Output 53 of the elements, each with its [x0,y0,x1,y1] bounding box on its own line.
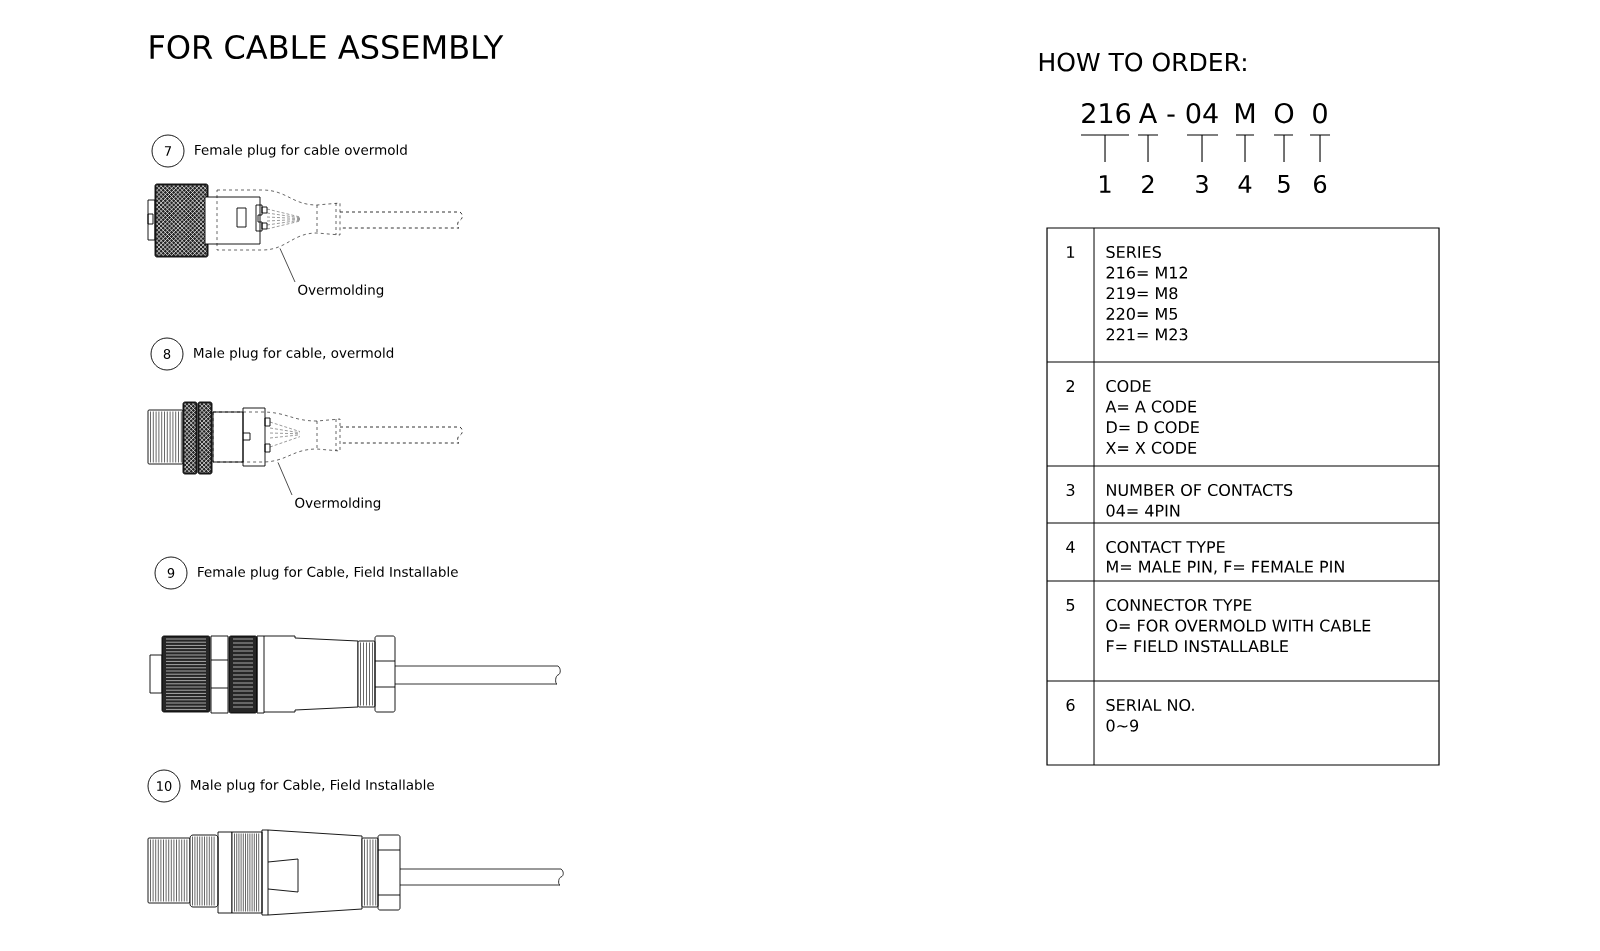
callout-number: 10 [147,769,181,803]
item-label: Male plug for Cable, Field Installable [191,779,434,793]
row-number: 1 [1067,246,1075,258]
part-label: Overmolding [298,284,384,298]
cell-text: 04= 4PIN [1106,504,1180,517]
position-number: 6 [1314,174,1327,194]
row-number: 4 [1066,541,1075,553]
code-part: - [1167,114,1175,117]
row-number: 3 [1066,483,1075,497]
callout-number: 8 [150,337,184,371]
callout-number: 9 [154,556,188,590]
cell-text: NUMBER OF CONTACTS [1107,483,1293,497]
cell-text: 221= M23 [1106,328,1188,341]
cell-text: CODE [1106,379,1151,393]
cell-text: SERIES [1106,245,1161,259]
item-label: Male plug for cable, overmold [194,347,394,361]
position-number: 5 [1278,175,1290,193]
cell-text: 0~9 [1106,719,1139,732]
cell-text: M= MALE PIN, F= FEMALE PIN [1107,560,1344,575]
position-number: 4 [1238,175,1252,193]
cell-text: 216= M12 [1106,266,1188,279]
cell-text: 219= M8 [1106,287,1178,300]
row-number: 2 [1066,380,1074,392]
item-label: Female plug for cable overmold [195,144,407,158]
item-label: Female plug for Cable, Field Installable [198,566,458,580]
callout-number: 7 [151,134,185,168]
row-number: 6 [1066,698,1075,712]
cell-text: O= FOR OVERMOLD WITH CABLE [1106,619,1371,632]
position-number: 2 [1142,175,1154,193]
cell-text: SERIAL NO. [1106,698,1194,712]
cell-text: F= FIELD INSTALLABLE [1107,640,1288,653]
code-part: 0 [1313,102,1327,124]
cell-text: 220= M5 [1106,307,1178,320]
leader-line [277,462,293,496]
part-label: Overmolding [295,497,381,511]
overmold-outline [212,411,341,463]
heading: HOW TO ORDER: [1039,52,1246,72]
title: FOR CABLE ASSEMBLY [150,34,504,60]
code-part: M [1236,103,1255,123]
code-part: O [1274,102,1294,124]
code-part: 04 [1186,102,1218,124]
code-part: A [1139,103,1158,123]
cell-text: A= A CODE [1105,400,1197,413]
code-part: 216 [1082,102,1131,124]
cell-text: X= X CODE [1105,441,1197,454]
leader-line [279,248,296,283]
cell-text: CONTACT TYPE [1106,540,1225,554]
position-number: 1 [1100,175,1111,193]
position-number: 3 [1196,174,1208,194]
row-number: 5 [1066,599,1075,611]
cell-text: D= D CODE [1107,421,1199,434]
overmold-outline [216,189,341,251]
cell-text: CONNECTOR TYPE [1106,598,1252,612]
